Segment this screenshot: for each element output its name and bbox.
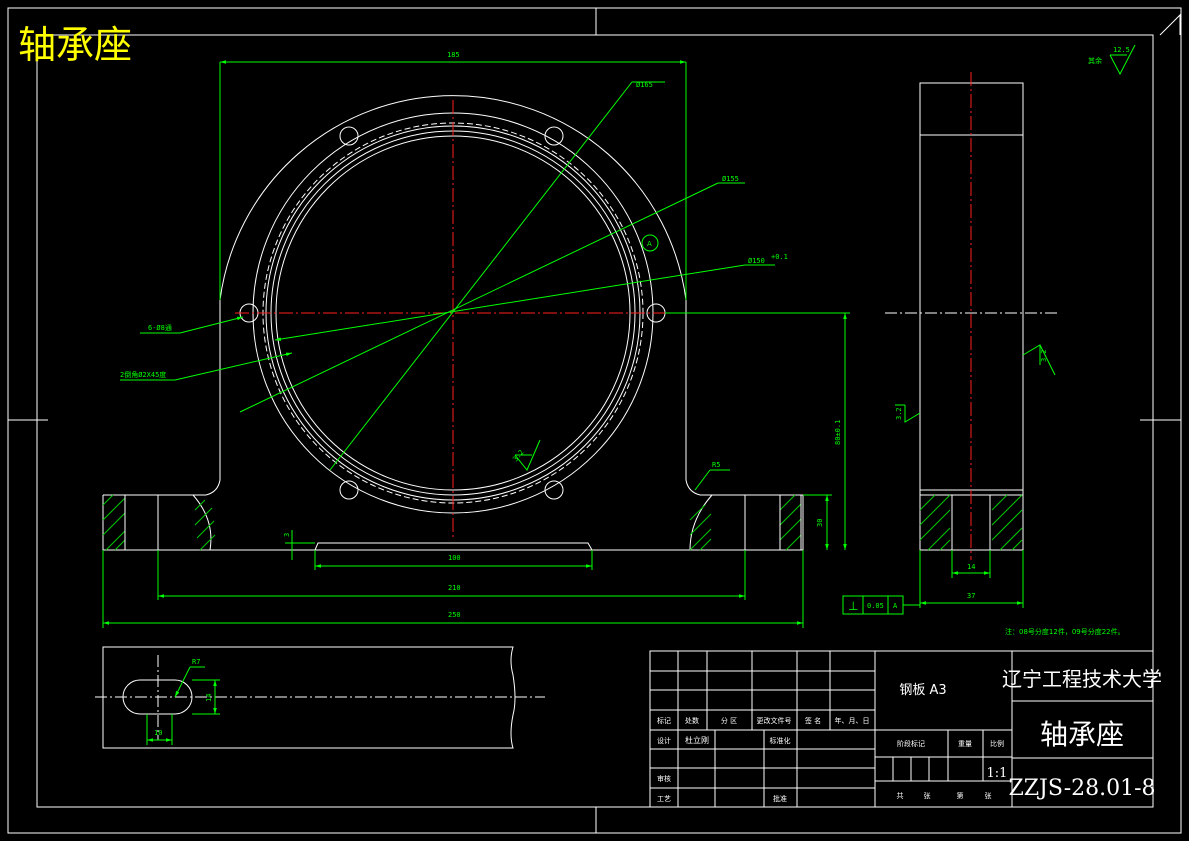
lbl-design: 设计 <box>657 736 671 745</box>
dim-base-height: 30 <box>816 519 824 527</box>
hdr-change: 更改文件号 <box>757 716 792 725</box>
roughness-note: 其余 <box>1088 56 1102 65</box>
drawing-number: ZZJS-28.01-8 <box>1008 776 1155 801</box>
lbl-sheet: 张 <box>985 791 992 800</box>
dim-slot-len: 10 <box>154 729 162 737</box>
hdr-sign: 签 名 <box>805 716 821 725</box>
dim-outer: Ø155 <box>722 175 739 183</box>
hdr-mark: 标记 <box>657 716 671 725</box>
dim-chamfer: 2倒角Ø2X45度 <box>120 370 166 379</box>
note-text: 注：08号分度12件，09号分度22件。 <box>1005 627 1125 636</box>
dim-side-hole: 14 <box>967 563 975 571</box>
tol-datum: A <box>893 602 898 610</box>
scale-value: 1:1 <box>987 766 1008 781</box>
side-dimensions: 14 37 3.2 3.2 其余 12.5 ⊥ 0.05 A 注：08号分度12… <box>842 44 1136 636</box>
tol-value: 0.05 <box>867 602 884 610</box>
dim-bore: Ø150 <box>748 257 765 265</box>
orientation-mark <box>1159 13 1181 36</box>
lbl-weight: 重量 <box>958 740 972 748</box>
inner-border <box>36 34 1154 808</box>
dim-overall-length: 250 <box>448 611 461 619</box>
part-name: 轴承座 <box>1040 718 1124 751</box>
tol-symbol: ⊥ <box>848 599 858 613</box>
front-dimensions: 185 Ø165 Ø155 Ø150 +0.1 6-Ø8通 2倒角Ø2X45度 … <box>102 51 850 628</box>
lbl-sheets: 张 <box>924 791 931 800</box>
side-view <box>885 72 1058 560</box>
dim-slot-w: 14 <box>205 694 213 702</box>
lbl-stage: 阶段标记 <box>897 739 925 748</box>
lbl-standardize: 标准化 <box>770 736 791 745</box>
lbl-process: 工艺 <box>657 795 671 803</box>
dim-height: 80±0.1 <box>834 420 842 445</box>
roughness-bore: 3.2 <box>511 448 525 463</box>
lbl-total: 共 <box>897 791 904 800</box>
university-name: 辽宁工程技术大学 <box>1002 667 1162 691</box>
dim-bolt-holes: 6-Ø8通 <box>148 323 172 332</box>
hdr-count: 处数 <box>685 716 699 725</box>
lbl-review: 审核 <box>657 774 671 783</box>
lbl-approve: 批准 <box>773 794 787 803</box>
front-view: A <box>102 95 804 551</box>
dim-bore-tol: +0.1 <box>771 253 788 261</box>
dim-fillet: R5 <box>712 461 720 469</box>
outer-border <box>7 7 1182 834</box>
roughness-side2: 3.2 <box>895 407 903 420</box>
dim-slot-radius: R7 <box>192 658 200 666</box>
drawing-title: 轴承座 <box>18 23 132 67</box>
dim-width-top: 185 <box>447 51 460 59</box>
dim-bolt-circle: Ø165 <box>636 81 653 89</box>
datum-label: A <box>647 240 652 248</box>
lbl-page: 第 <box>957 791 964 800</box>
hdr-zone: 分 区 <box>721 716 737 725</box>
material-text: 钢板 A3 <box>899 683 946 698</box>
dim-hole-span: 210 <box>448 584 461 592</box>
dim-step: 3 <box>283 533 291 537</box>
dim-slot-width: 100 <box>448 554 461 562</box>
top-view: R7 10 14 <box>95 646 545 749</box>
lbl-ratio: 比例 <box>990 739 1004 748</box>
designer-name: 杜立刚 <box>685 735 709 745</box>
roughness-side1: 3.2 <box>1040 349 1048 362</box>
roughness-general: 12.5 <box>1113 46 1130 54</box>
title-block: 钢板 A3 辽宁工程技术大学 轴承座 ZZJS-28.01-8 1:1 标记 处… <box>649 650 1162 808</box>
hdr-date: 年、月、日 <box>835 716 870 725</box>
dim-side-width: 37 <box>967 592 975 600</box>
